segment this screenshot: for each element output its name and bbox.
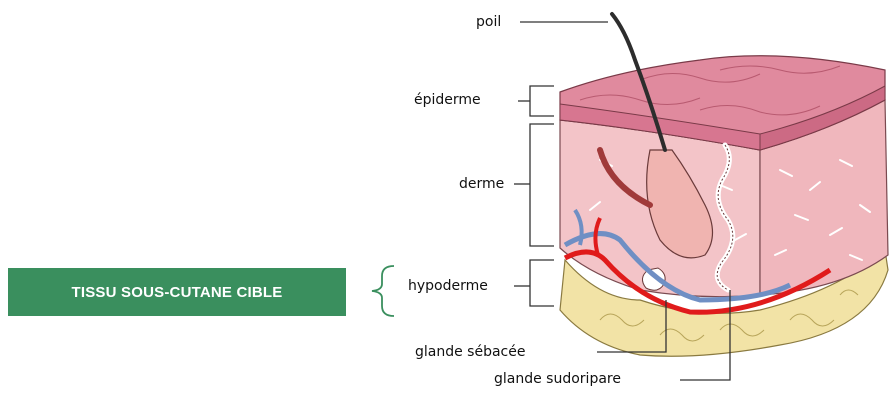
label-hypoderme: hypoderme (408, 278, 488, 294)
label-glande-sudoripare: glande sudoripare (494, 371, 621, 387)
hypoderme-brace (372, 266, 394, 316)
label-poil: poil (476, 14, 501, 30)
target-tissue-badge: TISSU SOUS-CUTANE CIBLE (8, 268, 346, 316)
label-epiderme: épiderme (414, 92, 481, 108)
label-derme: derme (459, 176, 504, 192)
label-glande-sebacee: glande sébacée (415, 344, 525, 360)
